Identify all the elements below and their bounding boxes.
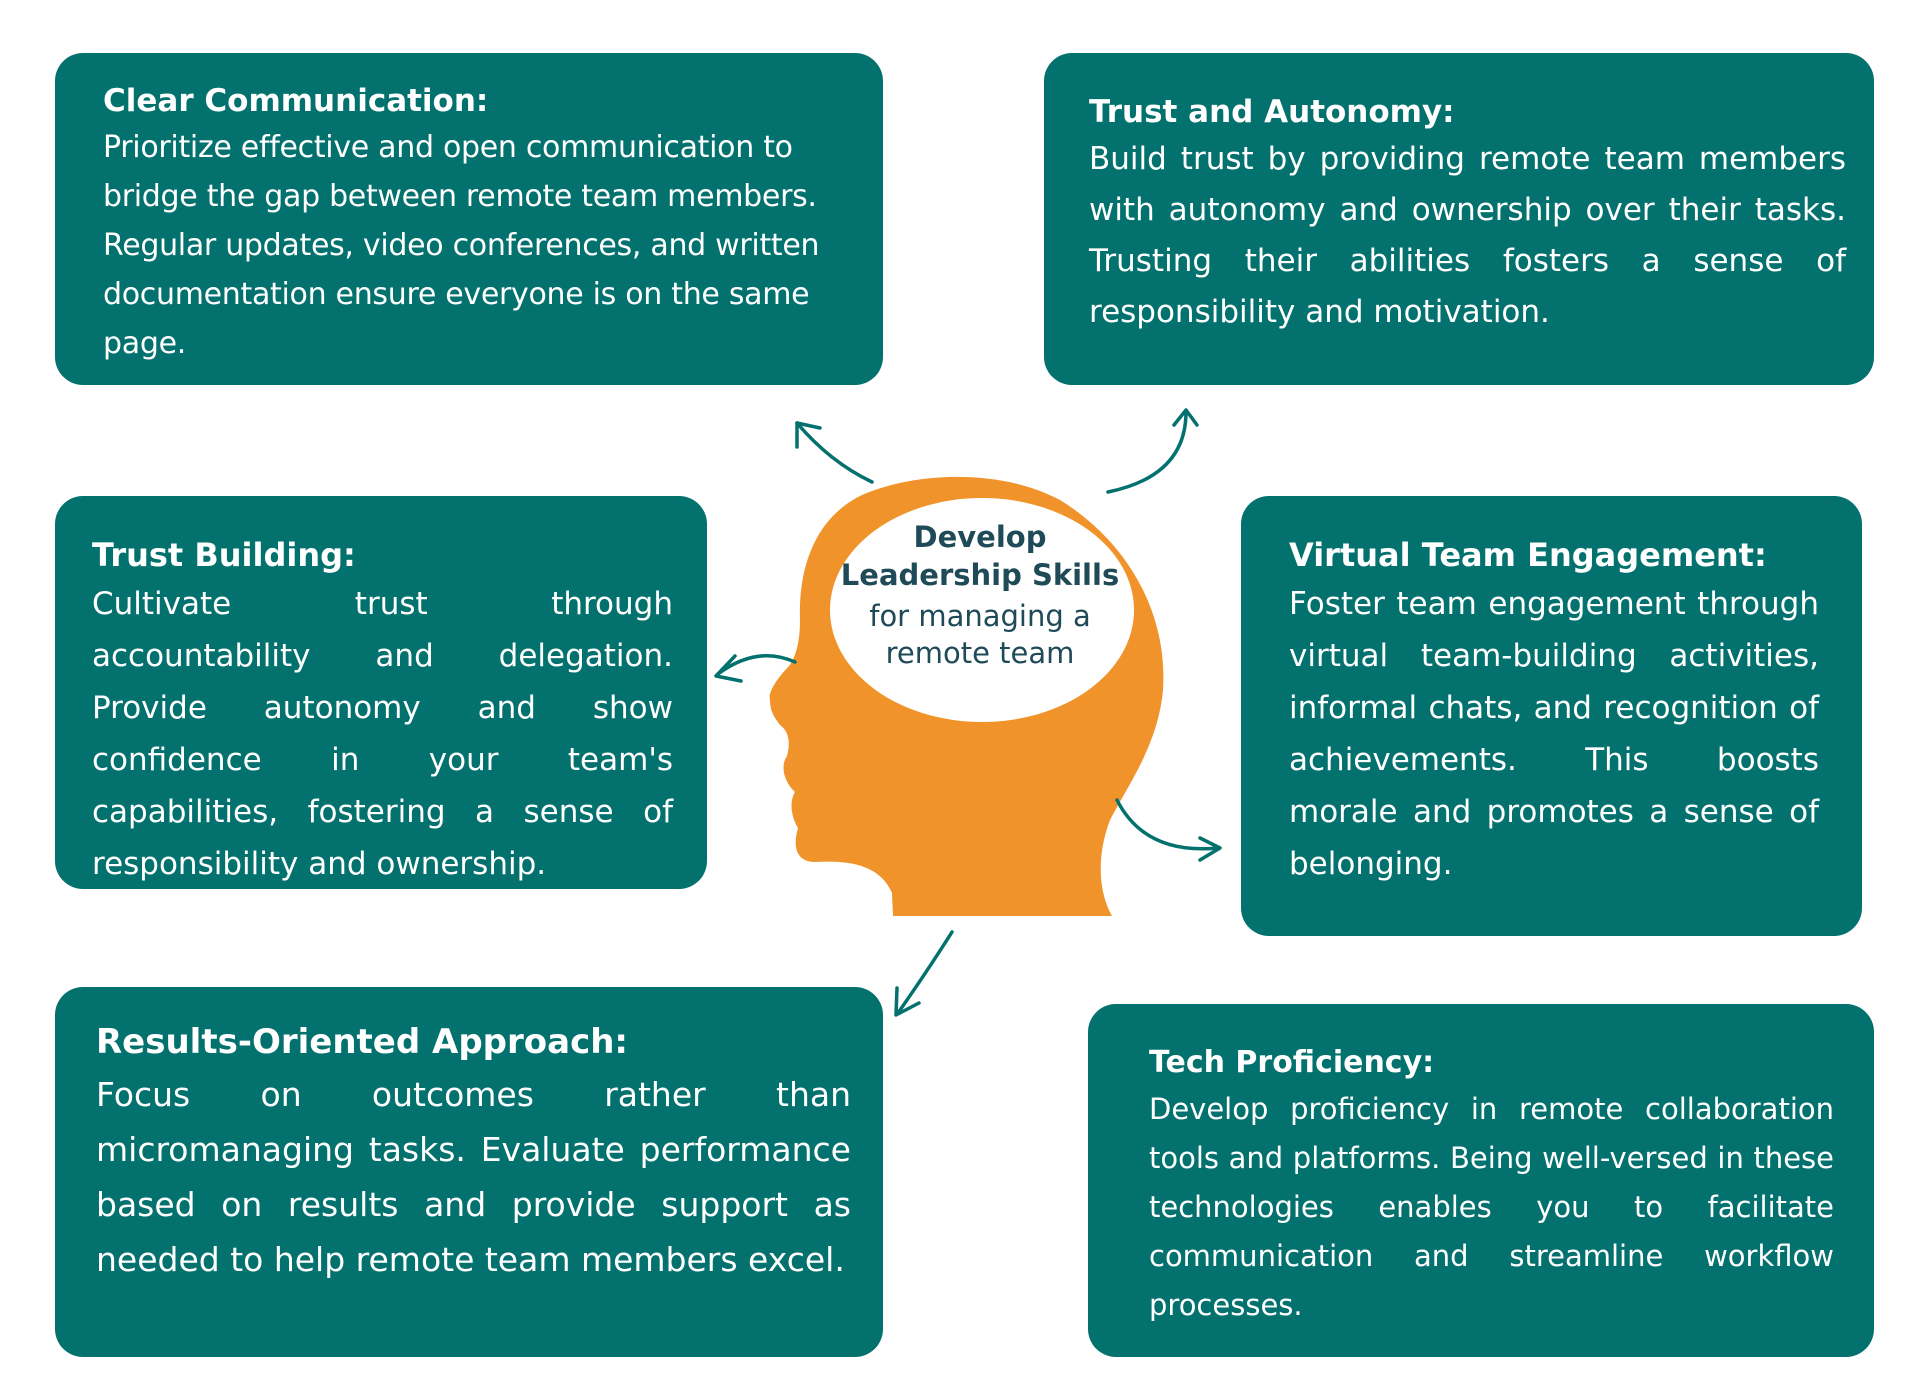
center-title-line2: Leadership Skills bbox=[840, 558, 1120, 592]
card-title: Trust Building: bbox=[92, 536, 356, 574]
card-tech-proficiency: Tech Proficiency: Develop proficiency in… bbox=[1088, 1004, 1874, 1357]
card-title: Clear Communication: bbox=[103, 83, 489, 119]
arrow-head-clear-communication bbox=[795, 421, 822, 449]
arrow-clear-communication bbox=[795, 421, 874, 484]
arrow-trust-autonomy bbox=[1106, 410, 1188, 494]
arrow-head-trust-building bbox=[714, 654, 743, 683]
card-body: Foster team engagement through virtual t… bbox=[1289, 586, 1819, 882]
card-body: Develop proficiency in remote collaborat… bbox=[1149, 1092, 1834, 1322]
center-title-line1: Develop bbox=[913, 520, 1047, 554]
card-trust-autonomy: Trust and Autonomy: Build trust by provi… bbox=[1044, 53, 1874, 385]
center-subtitle-line2: remote team bbox=[885, 636, 1075, 670]
card-body: Prioritize effective and open communicat… bbox=[103, 130, 820, 361]
thought-bubble bbox=[830, 498, 1134, 722]
center-subtitle-line1: for managing a bbox=[869, 599, 1091, 633]
arrow-results-oriented bbox=[896, 930, 954, 1015]
center-heading: Develop Leadership Skills for managing a… bbox=[820, 518, 1140, 672]
arrow-virtual-engagement bbox=[1115, 798, 1220, 851]
card-title: Trust and Autonomy: bbox=[1089, 94, 1455, 130]
card-title: Virtual Team Engagement: bbox=[1289, 536, 1767, 574]
card-body: Cultivate trust through accountability a… bbox=[92, 586, 673, 882]
card-clear-communication: Clear Communication: Prioritize effectiv… bbox=[55, 53, 883, 385]
card-body: Focus on outcomes rather than micromanag… bbox=[96, 1075, 851, 1279]
arrow-head-results-oriented bbox=[894, 986, 921, 1017]
arrow-head-trust-autonomy bbox=[1172, 408, 1199, 427]
card-trust-building: Trust Building: Cultivate trust through … bbox=[55, 496, 707, 889]
arrows bbox=[714, 408, 1222, 1017]
card-body: Build trust by providing remote team mem… bbox=[1089, 141, 1846, 330]
arrow-trust-building bbox=[716, 654, 797, 676]
card-results-oriented: Results-Oriented Approach: Focus on outc… bbox=[55, 987, 883, 1357]
arrow-head-virtual-engagement bbox=[1198, 836, 1222, 862]
card-title: Tech Proficiency: bbox=[1149, 1045, 1435, 1080]
card-virtual-team-engagement: Virtual Team Engagement: Foster team eng… bbox=[1241, 496, 1862, 936]
card-title: Results-Oriented Approach: bbox=[96, 1022, 629, 1062]
